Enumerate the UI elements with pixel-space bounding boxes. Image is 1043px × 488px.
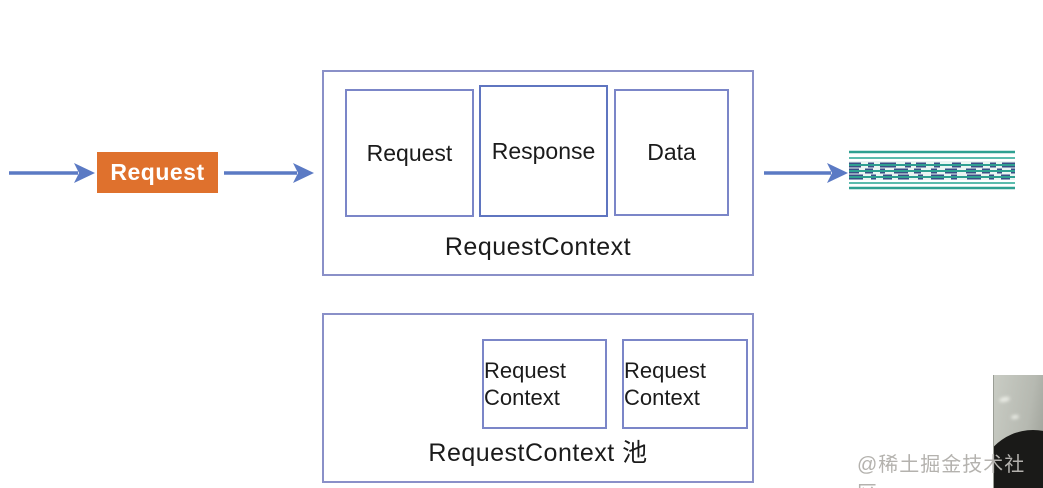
request-node: Request: [97, 152, 218, 193]
response-subbox: Response: [479, 85, 608, 217]
request-context-title: RequestContext: [444, 233, 632, 261]
redacted-striped-text-block: [849, 150, 1015, 190]
request-subbox-label: Request: [366, 139, 453, 166]
pooled-request-context-box: Request Context: [622, 339, 748, 429]
data-subbox: Data: [614, 89, 729, 216]
pooled-request-context-label: Request Context: [624, 357, 706, 411]
request-context-pool-title: RequestContext 池: [428, 439, 648, 467]
data-subbox-label: Data: [647, 139, 696, 165]
wall-light-spot: [1010, 414, 1020, 420]
presenter-webcam-overlay: [993, 375, 1043, 488]
arrow-right-icon: [9, 163, 95, 183]
arrow-right-icon: [224, 163, 314, 183]
request-node-label: Request: [110, 159, 205, 185]
arrow-right-icon: [764, 163, 848, 183]
wall-light-spot: [998, 395, 1011, 404]
request-context-pool-box: Request Context Request Context RequestC…: [322, 313, 754, 483]
juejin-watermark: @稀土掘金技术社区: [857, 454, 1026, 488]
presenter-silhouette: [994, 430, 1043, 488]
request-context-box: Request Response Data RequestContext: [322, 70, 754, 276]
pooled-request-context-box: Request Context: [482, 339, 607, 429]
pooled-request-context-label: Request Context: [484, 357, 566, 411]
response-subbox-label: Response: [491, 137, 596, 164]
request-subbox: Request: [345, 89, 474, 217]
